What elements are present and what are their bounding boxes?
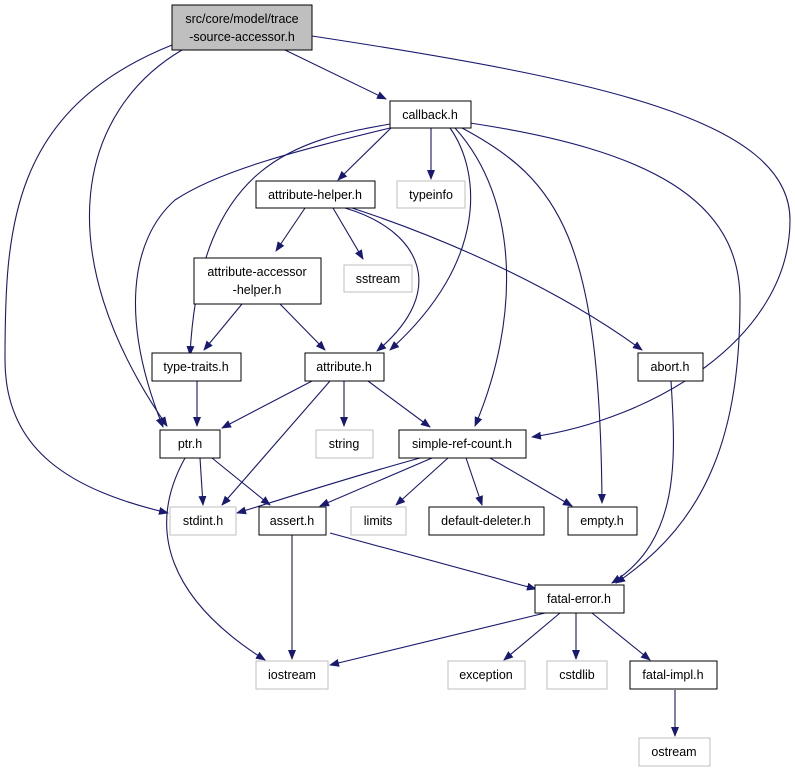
node-ostream-label: ostream [651,745,696,759]
edges [4,35,791,737]
edge-attribute-helper-to-attribute-accessor-helper [275,207,306,252]
edge-callback-to-attribute [389,127,472,351]
edge-simple-ref-count-to-default-deleter [465,457,483,506]
edge-callback-to-empty [461,127,606,504]
edge-trace-source-accessor-to-callback [284,49,387,100]
edge-assert-to-fatal-error [329,532,537,591]
node-empty-label: empty.h [580,514,624,528]
node-simple-ref-count[interactable]: simple-ref-count.h [398,429,527,459]
node-abort-label: abort.h [651,360,690,374]
edge-attribute-helper-to-attribute [344,207,420,352]
node-typeinfo-label: typeinfo [409,188,453,202]
node-string[interactable]: string [315,429,374,459]
node-fatal-impl-label: fatal-impl.h [642,668,703,682]
node-assert-label: assert.h [270,514,315,528]
edge-attribute-to-stdint [221,380,331,506]
edge-fatal-error-to-iostream [329,612,546,667]
edge-fatal-error-to-exception [503,612,561,661]
node-trace-source-accessor-label-1: src/core/model/trace [185,12,298,26]
node-default-deleter[interactable]: default-deleter.h [428,506,545,536]
edge-callback-to-ptr [135,127,391,428]
node-limits[interactable]: limits [350,506,407,536]
nodes: src/core/model/trace -source-accessor.h … [151,4,718,767]
node-fatal-error[interactable]: fatal-error.h [534,584,625,614]
node-type-traits-label: type-traits.h [163,360,228,374]
node-trace-source-accessor[interactable]: src/core/model/trace -source-accessor.h [171,4,313,51]
edge-simple-ref-count-to-empty [489,457,573,507]
node-iostream-label: iostream [268,668,316,682]
edge-abort-to-fatal-error [611,380,675,584]
node-ostream[interactable]: ostream [638,737,711,767]
edge-attribute-accessor-helper-to-attribute [279,303,326,351]
node-sstream[interactable]: sstream [343,264,413,293]
node-ptr[interactable]: ptr.h [159,429,221,459]
node-callback[interactable]: callback.h [389,100,472,129]
node-attribute-accessor-helper-label-2: -helper.h [233,283,282,297]
node-fatal-impl[interactable]: fatal-impl.h [629,660,718,690]
edge-trace-source-accessor-to-simple-ref-count [311,35,791,440]
edge-attribute-helper-to-sstream [332,207,364,260]
node-exception[interactable]: exception [447,660,526,690]
edge-ptr-to-iostream [166,457,266,661]
node-empty[interactable]: empty.h [567,506,638,536]
node-default-deleter-label: default-deleter.h [441,514,531,528]
node-attribute-accessor-helper-label-1: attribute-accessor [207,265,306,279]
node-attribute-label: attribute.h [316,360,372,374]
node-iostream[interactable]: iostream [255,660,329,690]
node-stdint-label: stdint.h [183,514,223,528]
edge-trace-source-accessor-to-stdint [4,44,173,515]
edge-simple-ref-count-to-stdint [236,457,421,515]
node-ptr-label: ptr.h [178,437,202,451]
edge-attribute-helper-to-abort [351,207,643,351]
node-attribute-helper[interactable]: attribute-helper.h [255,180,376,209]
edge-callback-to-simple-ref-count [454,127,508,427]
edge-attribute-to-simple-ref-count [367,380,431,428]
node-limits-label: limits [364,514,392,528]
node-cstdlib-label: cstdlib [559,668,594,682]
node-type-traits[interactable]: type-traits.h [151,352,242,382]
node-exception-label: exception [459,668,513,682]
edge-callback-to-fatal-error [469,122,741,584]
node-attribute-accessor-helper[interactable]: attribute-accessor -helper.h [193,257,322,305]
edge-simple-ref-count-to-limits [395,457,449,506]
edge-callback-to-attribute-helper [337,126,393,181]
node-typeinfo[interactable]: typeinfo [396,180,466,209]
edge-ptr-to-stdint [198,457,207,506]
node-cstdlib[interactable]: cstdlib [546,660,608,690]
node-simple-ref-count-label: simple-ref-count.h [412,437,512,451]
node-attribute[interactable]: attribute.h [304,352,385,382]
edge-simple-ref-count-to-assert [319,457,433,507]
edge-attribute-accessor-helper-to-type-traits [203,303,243,351]
node-abort[interactable]: abort.h [637,352,704,382]
node-stdint[interactable]: stdint.h [169,506,237,536]
node-fatal-error-label: fatal-error.h [547,592,611,606]
node-assert[interactable]: assert.h [258,506,327,536]
edge-ptr-to-assert [211,457,271,506]
node-sstream-label: sstream [356,272,400,286]
node-trace-source-accessor-label-2: -source-accessor.h [189,30,295,44]
edge-fatal-error-to-fatal-impl [591,612,651,661]
edge-trace-source-accessor-to-ptr [88,49,183,427]
edge-attribute-to-ptr [221,380,313,429]
node-callback-label: callback.h [402,108,458,122]
node-attribute-helper-label: attribute-helper.h [268,188,362,202]
node-string-label: string [329,437,360,451]
